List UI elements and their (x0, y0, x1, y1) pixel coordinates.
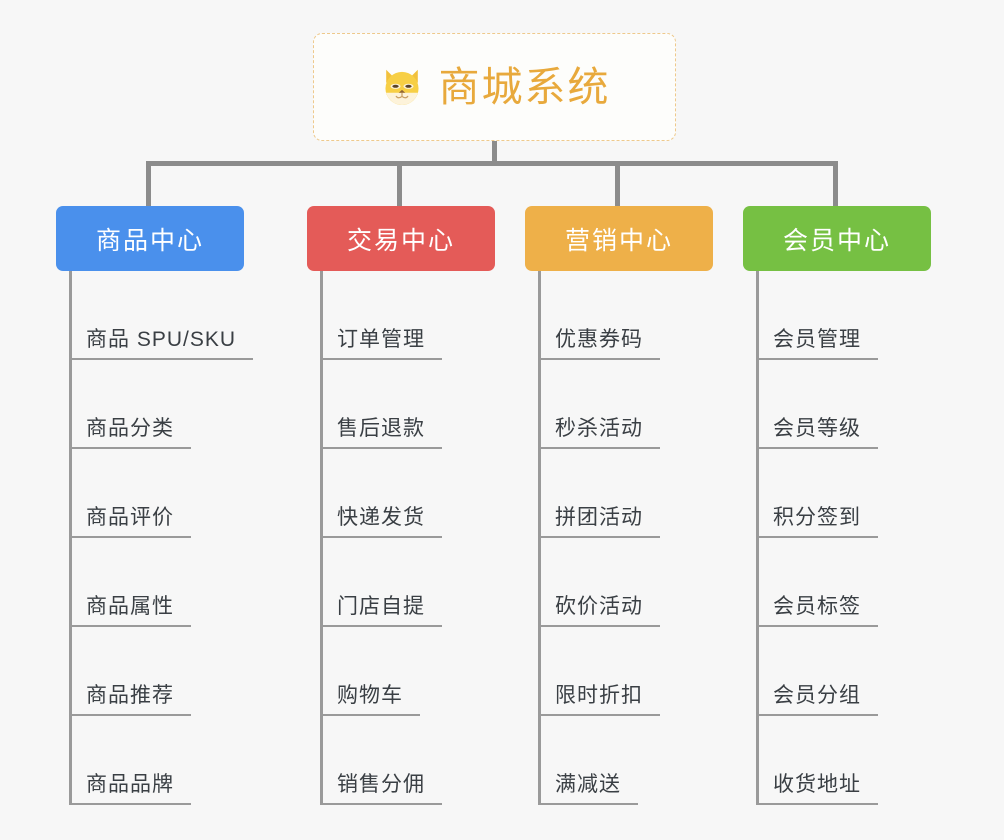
leaf-item-label: 商品 SPU/SKU (85, 327, 237, 351)
leaf-item-label: 会员等级 (773, 416, 861, 440)
connector-drop-3 (833, 161, 838, 206)
category-label-marketing: 营销中心 (564, 226, 673, 255)
leaf-item[interactable]: 购物车 (320, 627, 420, 716)
leaf-item-label: 商品属性 (86, 594, 174, 618)
category-label-trade: 交易中心 (346, 226, 455, 255)
leaf-item-label: 收货地址 (773, 772, 861, 796)
leaf-item-label: 门店自提 (337, 594, 425, 618)
leaf-item-label: 会员管理 (773, 327, 861, 351)
category-box-marketing[interactable]: 营销中心 (525, 206, 713, 271)
category-box-product[interactable]: 商品中心 (56, 206, 244, 271)
leaf-item-label: 商品评价 (86, 505, 174, 529)
connector-drop-0 (146, 161, 151, 206)
leaf-item[interactable]: 商品推荐 (69, 627, 191, 716)
connector-root-stem (492, 141, 497, 166)
root-node-card[interactable]: 商城系统 (313, 33, 676, 141)
leaf-item[interactable]: 收货地址 (756, 716, 878, 805)
connector-drop-1 (397, 161, 402, 206)
leaf-column-spine (69, 271, 72, 805)
leaf-item-label: 会员分组 (773, 683, 861, 707)
leaf-item[interactable]: 会员管理 (756, 271, 878, 360)
leaf-item-label: 商品分类 (86, 416, 174, 440)
leaf-item[interactable]: 优惠券码 (538, 271, 660, 360)
leaf-item-label: 限时折扣 (555, 683, 643, 707)
leaf-item[interactable]: 销售分佣 (320, 716, 442, 805)
leaf-item[interactable]: 售后退款 (320, 360, 442, 449)
category-box-member[interactable]: 会员中心 (743, 206, 931, 271)
category-label-member: 会员中心 (782, 226, 891, 255)
leaf-item[interactable]: 限时折扣 (538, 627, 660, 716)
leaf-item[interactable]: 砍价活动 (538, 538, 660, 627)
leaf-item-label: 会员标签 (773, 594, 861, 618)
leaf-item-label: 砍价活动 (555, 594, 643, 618)
root-node-title: 商城系统 (438, 63, 611, 110)
leaf-item[interactable]: 会员分组 (756, 627, 878, 716)
leaf-item[interactable]: 订单管理 (320, 271, 442, 360)
leaf-item-label: 订单管理 (337, 327, 425, 351)
leaf-column-spine (756, 271, 759, 805)
leaf-item-label: 秒杀活动 (555, 416, 643, 440)
leaf-item-label: 商品品牌 (86, 772, 174, 796)
leaf-item-label: 积分签到 (773, 505, 861, 529)
category-label-product: 商品中心 (95, 226, 204, 255)
leaf-item[interactable]: 门店自提 (320, 538, 442, 627)
leaf-item[interactable]: 满减送 (538, 716, 638, 805)
leaf-item[interactable]: 会员标签 (756, 538, 878, 627)
leaf-column-spine (320, 271, 323, 805)
leaf-item-label: 拼团活动 (555, 505, 643, 529)
leaf-item[interactable]: 积分签到 (756, 449, 878, 538)
leaf-item[interactable]: 商品属性 (69, 538, 191, 627)
leaf-item-label: 优惠券码 (555, 327, 643, 351)
shiba-dog-icon (384, 69, 419, 105)
leaf-item[interactable]: 快递发货 (320, 449, 442, 538)
leaf-item-label: 购物车 (337, 683, 403, 707)
leaf-item[interactable]: 会员等级 (756, 360, 878, 449)
leaf-item[interactable]: 秒杀活动 (538, 360, 660, 449)
leaf-item-label: 快递发货 (337, 505, 425, 529)
leaf-item-label: 满减送 (555, 772, 621, 796)
category-box-trade[interactable]: 交易中心 (307, 206, 495, 271)
leaf-item[interactable]: 商品品牌 (69, 716, 191, 805)
leaf-item[interactable]: 商品评价 (69, 449, 191, 538)
leaf-column-spine (538, 271, 541, 805)
leaf-item[interactable]: 商品分类 (69, 360, 191, 449)
leaf-item-label: 商品推荐 (86, 683, 174, 707)
leaf-item-label: 售后退款 (337, 416, 425, 440)
leaf-item-label: 销售分佣 (337, 772, 425, 796)
connector-horizontal-bus (146, 161, 838, 166)
leaf-item[interactable]: 拼团活动 (538, 449, 660, 538)
connector-drop-2 (615, 161, 620, 206)
leaf-item[interactable]: 商品 SPU/SKU (69, 271, 253, 360)
